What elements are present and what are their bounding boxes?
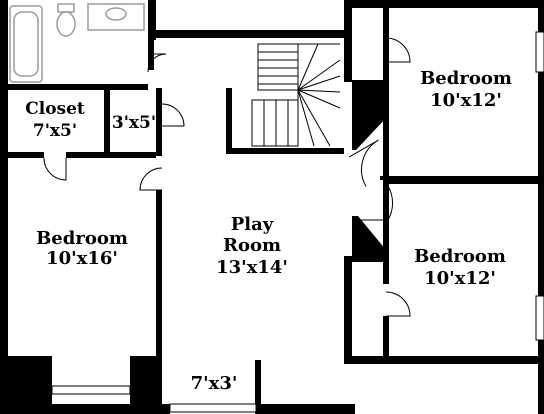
- closet-name: Closet: [25, 99, 85, 119]
- wall-top-right-cap: [344, 0, 544, 8]
- play-room-line1: Play: [231, 214, 274, 235]
- bedroom-br-size: 10'x12': [424, 268, 496, 289]
- doors: [43, 37, 411, 317]
- toilet-icon: [56, 11, 76, 37]
- wall-bath-bottom: [0, 84, 148, 90]
- door-bedroom-br: [358, 185, 394, 221]
- door-closet: [43, 157, 67, 181]
- wall-bottom-right: [344, 356, 544, 364]
- window-right-lower: [535, 295, 544, 341]
- wall-right-divider2: [383, 176, 538, 184]
- bath-fixtures: [9, 3, 145, 83]
- wall-bottom-mid-right: [255, 404, 355, 414]
- door-bedroom-tr: [348, 139, 379, 187]
- window-bottom-mid: [169, 403, 257, 413]
- wall-closets-bottom-mid: [66, 152, 156, 158]
- staircase: [251, 43, 341, 147]
- room-labels: Closet 7'x5' 3'x5' Bedroom 10'x16' Play …: [25, 68, 512, 394]
- play-room-size: 13'x14': [216, 257, 288, 278]
- wall-closets-bottom: [0, 152, 44, 158]
- door-br-closet: [385, 291, 411, 317]
- wall-right-rooms-left-upper: [344, 0, 352, 82]
- window-top-right: [535, 31, 544, 73]
- landing-size: 7'x3': [191, 373, 238, 394]
- wall-stair-bottom: [226, 148, 344, 154]
- wall-bedroom-left-right: [156, 190, 162, 410]
- wall-bottom-landing-right: [255, 360, 261, 410]
- small-closet-size: 3'x5': [112, 113, 156, 133]
- door-tr-closet: [385, 37, 411, 63]
- wall-left-outer: [0, 0, 8, 414]
- windows: [51, 31, 544, 413]
- play-room-line2: Room: [223, 235, 281, 256]
- bedroom-br-name: Bedroom: [414, 246, 506, 267]
- bedroom-tr-name: Bedroom: [420, 68, 512, 89]
- wall-closet-tr-bottom: [352, 80, 386, 86]
- closet-size: 7'x5': [33, 121, 77, 141]
- door-bedroom-left: [139, 167, 163, 191]
- angled-wall-upper: [352, 86, 386, 150]
- door-bath: [147, 53, 167, 73]
- angled-wall-lower: [352, 216, 386, 262]
- wall-top-span: [148, 30, 345, 38]
- wall-bottom-left: [0, 404, 162, 414]
- sink-icon: [87, 3, 145, 31]
- bathtub-icon: [9, 5, 43, 83]
- wall-right-lower-left: [344, 256, 352, 360]
- wall-bedroom-br-left-lower: [383, 316, 389, 360]
- wall-stair-left: [226, 88, 232, 152]
- wall-top-bath-right: [148, 0, 156, 40]
- wall-bath-right-lower: [148, 40, 154, 70]
- wall-bottom-left-inner: [0, 356, 52, 414]
- bedroom-tr-size: 10'x12': [430, 90, 502, 111]
- wall-bedroom-br-left: [383, 184, 389, 284]
- wall-closet-divider: [104, 88, 110, 154]
- wall-small-closet-right: [156, 88, 162, 156]
- wall-right-outer: [538, 0, 544, 414]
- wall-bottom-mid: [156, 404, 170, 414]
- window-bottom-left: [51, 385, 131, 395]
- bedroom-left-size: 10'x16': [46, 248, 118, 269]
- bedroom-left-name: Bedroom: [36, 228, 128, 249]
- door-small-closet: [161, 103, 185, 127]
